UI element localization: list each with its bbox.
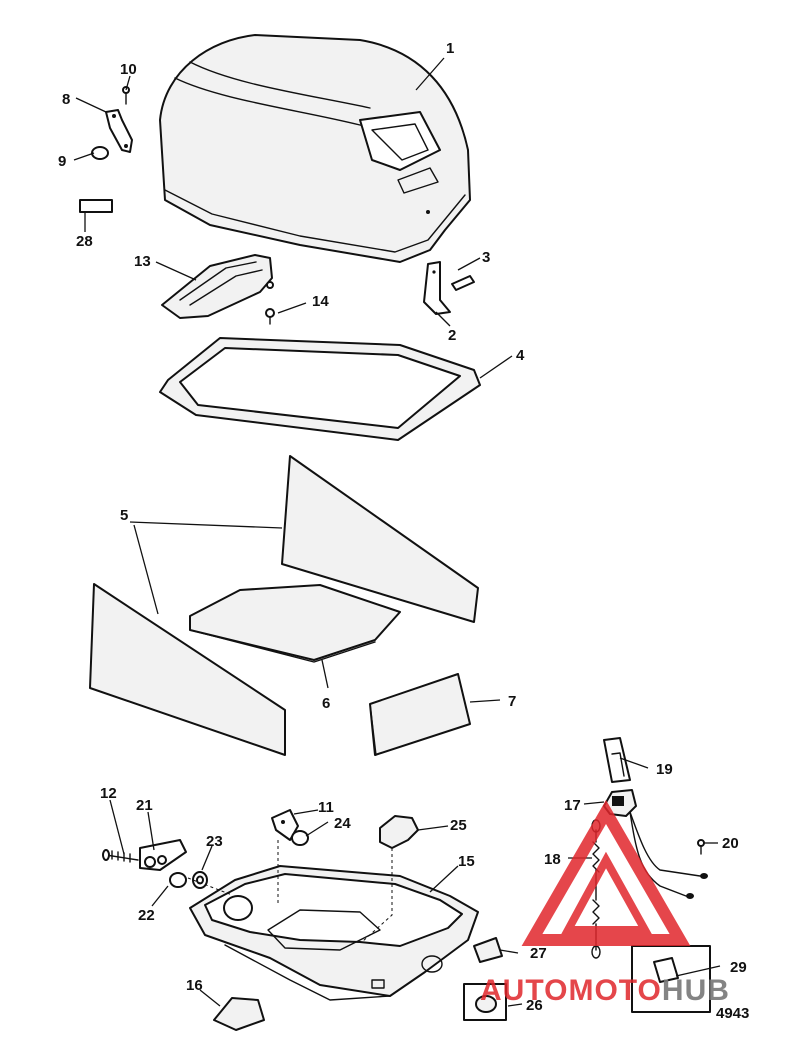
callout-28: 28 <box>76 233 93 250</box>
callout-23: 23 <box>206 833 223 850</box>
watermark-logo: AUTOMOTOHUB <box>480 800 730 1007</box>
callout-4: 4 <box>516 347 525 364</box>
cowl-seal <box>159 337 481 441</box>
callout-labels: 1 2 3 4 5 6 7 8 9 10 11 12 13 14 15 16 1… <box>58 40 749 1022</box>
plug <box>463 983 507 1021</box>
callout-2: 2 <box>448 327 456 344</box>
callout-11: 11 <box>318 799 334 816</box>
callout-20: 20 <box>722 835 739 852</box>
callout-24: 24 <box>334 815 351 832</box>
cowl-pin <box>451 275 475 291</box>
bottom-cowl <box>189 865 479 1001</box>
callout-13: 13 <box>134 253 151 270</box>
switch-clip <box>603 737 631 783</box>
callout-6: 6 <box>322 695 330 712</box>
callout-10: 10 <box>120 61 137 78</box>
decal <box>79 199 113 213</box>
svg-text:AUTOMOTOHUB: AUTOMOTOHUB <box>480 974 730 1007</box>
callout-15: 15 <box>458 853 475 870</box>
latch-lever <box>139 839 187 871</box>
callout-9: 9 <box>58 153 66 170</box>
callout-16: 16 <box>186 977 203 994</box>
watermark-part1: AUTOMOTO <box>480 974 662 1007</box>
block-pad <box>369 673 471 756</box>
callout-25: 25 <box>450 817 467 834</box>
clip-27 <box>473 937 503 963</box>
callout-18: 18 <box>544 851 561 868</box>
watermark-part2: HUB <box>662 974 730 1007</box>
bushing-22 <box>169 872 187 888</box>
callout-27: 27 <box>530 945 547 962</box>
top-pad <box>189 584 401 663</box>
callout-29: 29 <box>730 959 747 976</box>
callout-3: 3 <box>482 249 490 266</box>
cover <box>631 945 711 1013</box>
leader-lines <box>73 57 721 1007</box>
bushing <box>91 146 109 160</box>
side-pad-upper <box>281 455 479 623</box>
callout-17: 17 <box>564 797 581 814</box>
callout-5: 5 <box>120 507 128 524</box>
side-pad-lower <box>89 583 286 756</box>
wire-harness <box>629 811 708 899</box>
washer <box>192 871 208 889</box>
bushing-24 <box>291 830 309 846</box>
hinge-bracket <box>105 109 133 153</box>
screw-20 <box>697 839 705 855</box>
top-cowl <box>159 34 471 263</box>
figure-id: 4943 <box>716 1005 749 1022</box>
screw-14 <box>265 308 275 325</box>
callout-26: 26 <box>526 997 543 1014</box>
callout-14: 14 <box>312 293 329 310</box>
callout-7: 7 <box>508 693 516 710</box>
latch-handle <box>161 254 274 319</box>
callout-22: 22 <box>138 907 155 924</box>
cowl-bracket <box>423 261 451 315</box>
hook <box>379 815 419 849</box>
callout-12: 12 <box>100 785 117 802</box>
callout-21: 21 <box>136 797 153 814</box>
screw-12 <box>102 849 139 863</box>
grommet <box>213 997 265 1031</box>
callout-1: 1 <box>446 40 454 57</box>
callout-8: 8 <box>62 91 70 108</box>
callout-19: 19 <box>656 761 673 778</box>
